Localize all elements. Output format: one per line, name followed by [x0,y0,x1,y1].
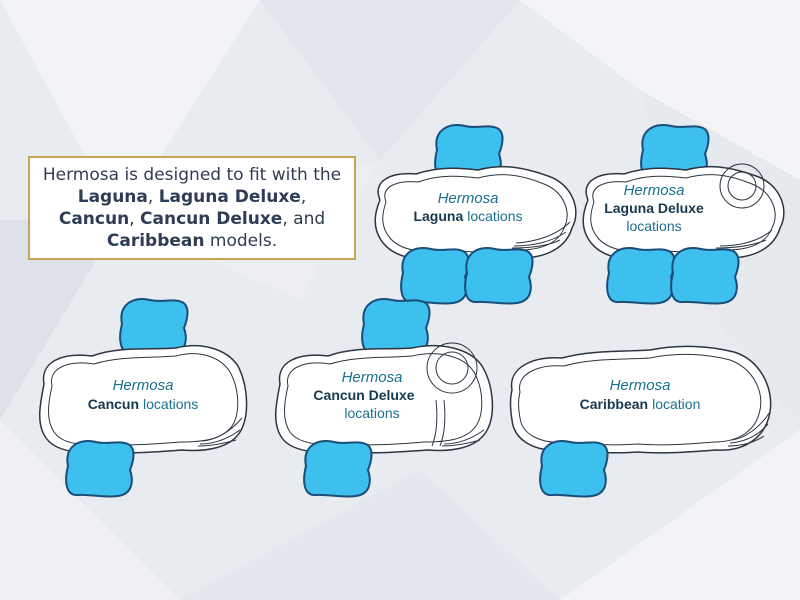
cancun-deluxe-pool [275,342,494,454]
model-name-cancun-deluxe: Cancun Deluxe [140,209,283,229]
layout-cancun-deluxe: Hermosa Cancun Deluxe locations [275,298,494,498]
model-name-laguna: Laguna [77,187,148,207]
spa-top [119,298,189,356]
spa-bottom-right [464,247,534,305]
spa-bottom-left [606,247,676,305]
layout-model: Laguna Deluxe [604,200,704,216]
layout-laguna-deluxe: Hermosa Laguna Deluxe locations [582,124,785,305]
caribbean-pool [509,345,772,454]
layout-suffix: locations [344,405,399,421]
model-name-caribbean: Caribbean [106,231,205,251]
spa-bottom-right [670,247,740,305]
info-text-sep: , and [282,209,326,229]
info-text-sep: , [129,209,141,229]
layout-model: Caribbean [580,396,648,412]
laguna-pool [374,165,577,262]
laguna-deluxe-pool [582,163,785,262]
layout-suffix: locations [626,218,681,234]
layout-suffix: location [652,396,700,412]
layout-suffix: locations [467,208,522,224]
layout-model: Cancun [88,396,139,412]
info-text-part: models. [204,231,278,251]
layout-title: Hermosa [342,369,403,386]
info-text-sep: , [147,187,159,207]
spa-bottom [303,440,373,498]
layout-title: Hermosa [610,377,671,394]
layout-suffix: locations [143,396,198,412]
spa-bottom-left [400,247,470,305]
layout-title: Hermosa [624,182,685,199]
spa-bottom [539,440,609,498]
cancun-pool [39,345,248,454]
layout-title: Hermosa [113,377,174,394]
layout-title: Hermosa [438,190,499,207]
info-box: Hermosa is designed to fit with the Lagu… [28,156,356,260]
layout-model: Cancun Deluxe [313,387,414,403]
info-text: Hermosa is designed to fit with the Lagu… [30,164,354,252]
layout-model: Laguna [413,208,463,224]
info-text-part: Hermosa is designed to fit with the [42,165,342,185]
info-text-sep: , [300,187,307,207]
model-name-laguna-deluxe: Laguna Deluxe [158,187,301,207]
model-name-cancun: Cancun [58,209,130,229]
spa-bottom [65,440,135,498]
